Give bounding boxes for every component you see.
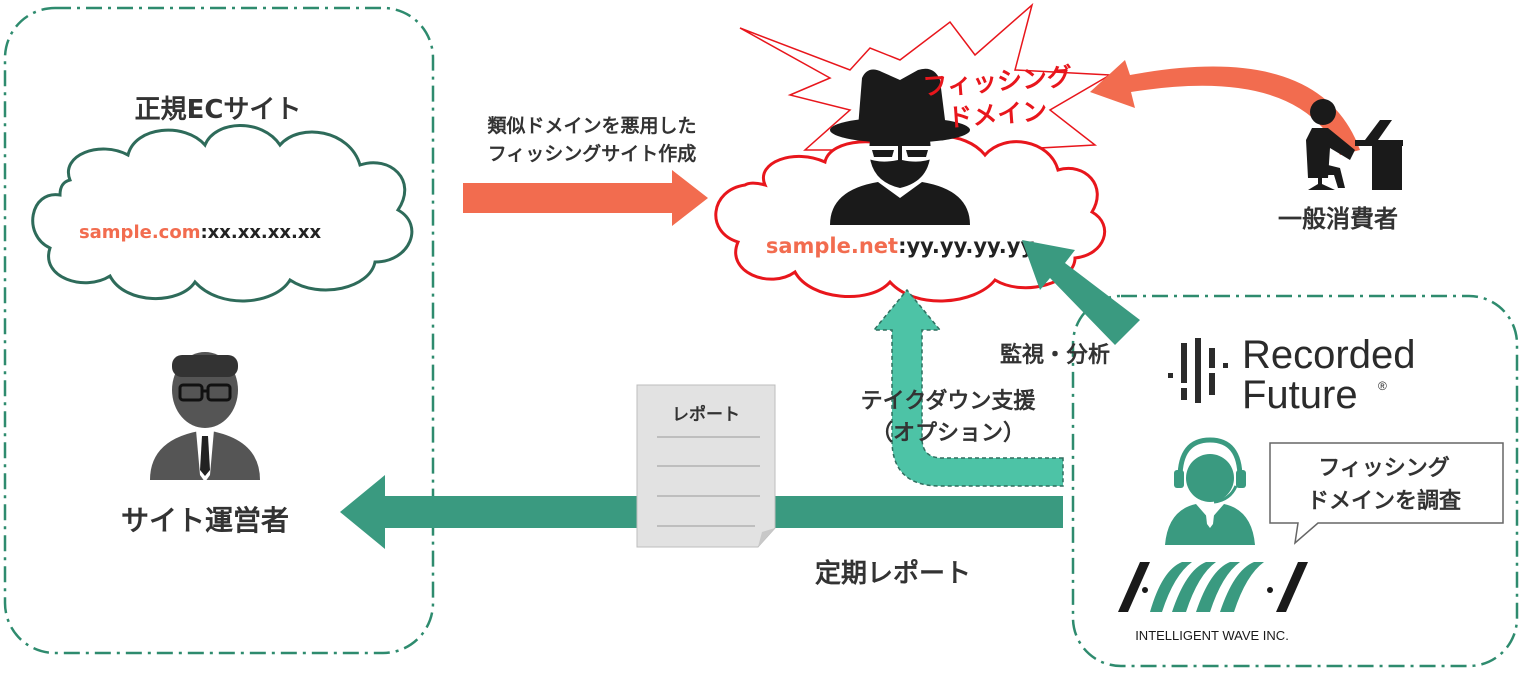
phishing-domain: sample.net:yy.yy.yy.yy	[766, 234, 1035, 258]
site-operator-label: サイト運営者	[121, 504, 289, 537]
ec-site-title: 正規ECサイト	[135, 95, 302, 125]
intelligent-wave-name: INTELLIGENT WAVE INC.	[1135, 628, 1289, 643]
takedown-label-1: テイクダウン支援	[861, 388, 1037, 414]
monitor-label: 監視・分析	[1000, 343, 1110, 368]
recorded-future-name-2: Future	[1242, 373, 1358, 417]
legit-domain-ip: :xx.xx.xx.xx	[200, 222, 321, 243]
report-document	[636, 384, 776, 548]
speech-bubble	[1269, 442, 1504, 545]
monitor-arrow	[1022, 240, 1140, 345]
takedown-label-2: （オプション）	[871, 421, 1025, 446]
hacker-icon	[830, 68, 970, 225]
create-arrow	[463, 170, 708, 226]
site-operator-icon	[150, 352, 260, 482]
ec-site-panel	[3, 6, 435, 655]
consumer-label: 一般消費者	[1278, 205, 1398, 233]
phishing-domain-ip: :yy.yy.yy.yy	[898, 234, 1034, 258]
recorded-future-name-1: Recorded	[1242, 333, 1415, 377]
bubble-text-1: フィッシング	[1318, 455, 1450, 481]
report-label: 定期レポート	[815, 558, 971, 589]
takedown-arrow	[872, 288, 1064, 487]
recorded-future-logo-mark	[1168, 338, 1228, 403]
phishing-domain-highlight: sample.net	[766, 234, 898, 258]
analyst-icon	[1165, 437, 1255, 545]
consumer-icon	[1306, 99, 1403, 190]
create-label-2: フィッシングサイト作成	[488, 142, 697, 165]
intelligent-wave-logo-mark	[1118, 562, 1308, 612]
report-document-label: レポート	[672, 404, 740, 425]
legit-domain-highlight: sample.com	[79, 222, 201, 243]
phishing-burst-label-2: ドメイン	[947, 97, 1049, 133]
legit-cloud	[31, 124, 414, 303]
consumer-arrow	[1090, 60, 1360, 155]
vendor-panel	[1071, 294, 1519, 668]
legit-domain: sample.com:xx.xx.xx.xx	[79, 222, 322, 243]
bubble-text-2: ドメインを調査	[1307, 488, 1462, 514]
recorded-future-registered-mark: ®	[1378, 379, 1387, 393]
create-label-1: 類似ドメインを悪用した	[486, 115, 696, 137]
